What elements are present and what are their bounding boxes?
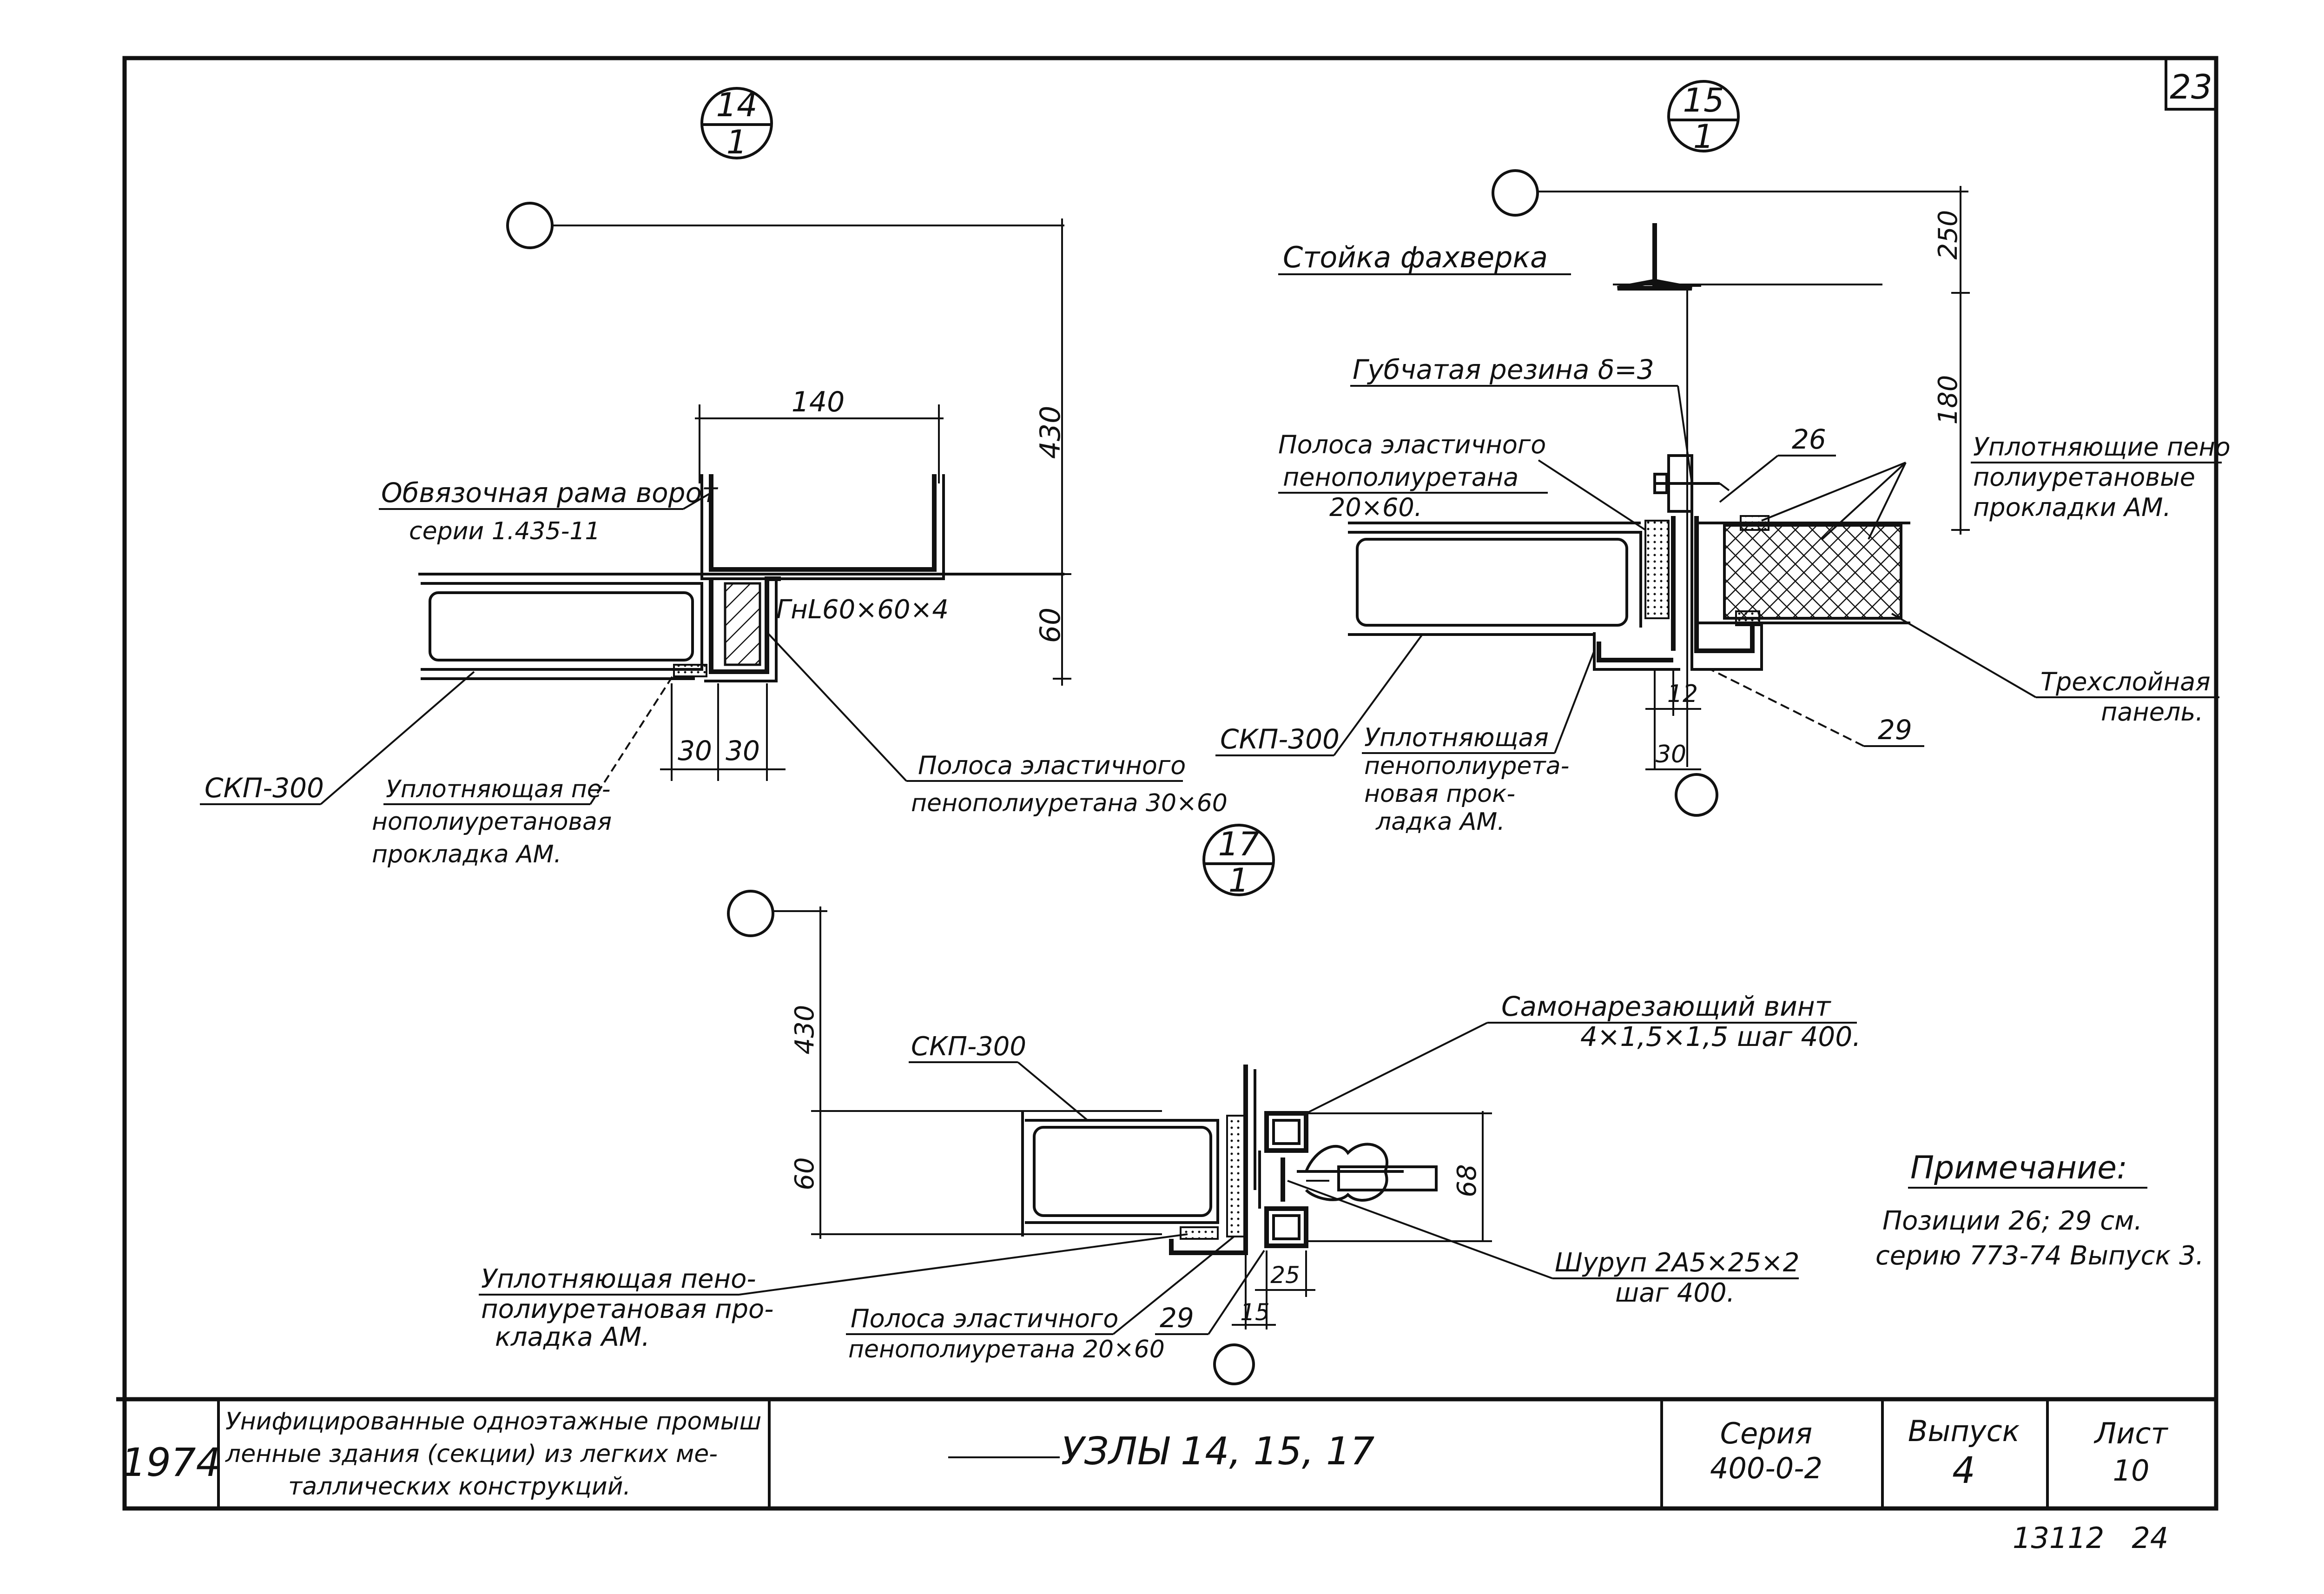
drawing-title: УЗЛЫ 14, 15, 17 bbox=[1061, 1429, 1375, 1474]
node-17-seal-label-2: полиуретановая про- bbox=[481, 1294, 773, 1324]
svg-text:30: 30 bbox=[1656, 741, 1686, 768]
node-17-seal-label-3: кладка АМ. bbox=[495, 1322, 650, 1352]
note-line-1: Позиции 26; 29 см. bbox=[1882, 1206, 2142, 1236]
node-14-ref-circle bbox=[506, 202, 554, 249]
title-block: 1974 Унифицированные одноэтажные промыш … bbox=[116, 1397, 2216, 1508]
svg-text:25: 25 bbox=[1270, 1262, 1300, 1289]
node-17-screw-label-1: Самонарезающий винт bbox=[1501, 991, 1832, 1022]
node-14-strip-label-2: пенополиуретана 30×60 bbox=[911, 789, 1228, 817]
node-17-marker: 17 1 bbox=[1202, 824, 1275, 900]
node-14-elastic-strip bbox=[724, 582, 761, 666]
node-17: 17 1 430 60 bbox=[479, 824, 1861, 1385]
svg-text:15: 15 bbox=[1683, 81, 1724, 119]
node-15-seal-label-1: Уплотняющая bbox=[1364, 723, 1549, 752]
svg-text:30: 30 bbox=[726, 735, 760, 767]
corner-number: 23 bbox=[2170, 67, 2212, 106]
svg-text:1: 1 bbox=[1693, 118, 1714, 156]
node-15-strip-label-1: Полоса эластичного bbox=[1278, 430, 1546, 459]
node-14-strip-label-1: Полоса эластичного bbox=[918, 751, 1186, 780]
note: Примечание: Позиции 26; 29 см. серию 773… bbox=[1875, 1150, 2204, 1271]
sheet-frame bbox=[122, 56, 2218, 1511]
node-15-seal-label-3: новая прок- bbox=[1364, 780, 1515, 808]
dim-60: 60 bbox=[1034, 608, 1067, 643]
svg-text:180: 180 bbox=[1933, 375, 1963, 425]
note-title: Примечание: bbox=[1910, 1150, 2127, 1186]
corner-number-box: 23 bbox=[2165, 57, 2218, 111]
node-17-strip-label-1: Полоса эластичного bbox=[851, 1304, 1118, 1333]
node-15-seal-label-2: пенополиурета- bbox=[1364, 752, 1569, 780]
node-15-rubber-label: Губчатая резина δ=3 bbox=[1353, 354, 1654, 385]
node-15-panel-label-1: Трехслойная bbox=[2040, 667, 2211, 696]
node-17-screw-label-2: 4×1,5×1,5 шаг 400. bbox=[1580, 1021, 1861, 1052]
node-15-marker: 15 1 bbox=[1667, 80, 1740, 156]
title-desc-3: таллических конструкций. bbox=[288, 1473, 631, 1501]
title-desc-2: ленные здания (секции) из легких ме- bbox=[225, 1440, 718, 1468]
node-15-seals-label-1: Уплотняющие пено bbox=[1973, 432, 2231, 462]
node-14-seal-label-2: нополиуретановая bbox=[372, 808, 612, 836]
node-14: 14 1 430 60 140 bbox=[200, 86, 1228, 868]
svg-text:17: 17 bbox=[1218, 825, 1259, 863]
series-value: 400-0-2 bbox=[1710, 1451, 1822, 1485]
issue-value: 4 bbox=[1952, 1450, 1975, 1492]
sheet-label: Лист bbox=[2093, 1416, 2168, 1450]
node-17-wood-label-2: шаг 400. bbox=[1615, 1278, 1735, 1308]
node-15-seal-label-4: ладка АМ. bbox=[1375, 808, 1505, 836]
node-15-strip-label-3: 20×60. bbox=[1329, 493, 1422, 522]
series-label: Серия bbox=[1720, 1416, 1812, 1450]
dim-430: 430 bbox=[1034, 406, 1067, 459]
node-15-seals-label-2: полиуретановые bbox=[1973, 463, 2195, 492]
sheet-value: 10 bbox=[2113, 1454, 2150, 1488]
node-14-angle-label: ГнL60×60×4 bbox=[776, 595, 949, 625]
node-14-frame-label-2: серии 1.435-11 bbox=[409, 517, 601, 545]
node-14-skp-label: СКП-300 bbox=[205, 772, 324, 804]
title-year: 1974 bbox=[121, 1440, 221, 1485]
node-15-panel-label-2: панель. bbox=[2101, 697, 2203, 727]
node-14-seal-label-1: Уплотняющая пе- bbox=[386, 775, 611, 803]
note-line-2: серию 773-74 Выпуск 3. bbox=[1875, 1241, 2204, 1271]
svg-text:30: 30 bbox=[678, 735, 712, 767]
node-17-bottom-circle bbox=[1213, 1343, 1255, 1385]
svg-text:430: 430 bbox=[790, 1005, 820, 1055]
node-14-frame-label-1: Обвязочная рама ворот bbox=[381, 477, 719, 509]
node-14-seal bbox=[673, 664, 707, 677]
node-17-wood-label-1: Шуруп 2А5×25×2 bbox=[1555, 1248, 1799, 1278]
svg-text:1: 1 bbox=[1228, 861, 1249, 900]
dim-140: 140 bbox=[792, 386, 845, 418]
node-17-ref-circle bbox=[727, 890, 774, 937]
node-17-strip-label-2: пенополиуретана 20×60 bbox=[848, 1336, 1165, 1363]
title-desc-1: Унифицированные одноэтажные промыш bbox=[225, 1408, 761, 1435]
svg-text:15: 15 bbox=[1240, 1299, 1270, 1326]
svg-text:60: 60 bbox=[790, 1157, 820, 1190]
node-17-seal-label-1: Уплотняющая пено- bbox=[481, 1264, 756, 1294]
node-15-pos-26: 26 bbox=[1792, 423, 1826, 455]
node-15-strip-label-2: пенополиуретана bbox=[1283, 463, 1519, 492]
node-17-pos-29: 29 bbox=[1160, 1302, 1194, 1334]
node-14-marker: 14 1 bbox=[700, 86, 773, 161]
node-14-seal-label-3: прокладка АМ. bbox=[372, 840, 561, 868]
svg-text:1: 1 bbox=[726, 123, 747, 161]
issue-label: Выпуск bbox=[1908, 1414, 2020, 1448]
node-15-seals-label-3: прокладки АМ. bbox=[1973, 493, 2171, 522]
node-17-skp-label: СКП-300 bbox=[911, 1032, 1026, 1062]
bottom-note: 13112 24 bbox=[2013, 1521, 2168, 1555]
node-15: 15 1 250 180 Стойка фахверка Губчатая ре… bbox=[1215, 80, 2231, 836]
node-15-skp-label: СКП-300 bbox=[1220, 723, 1340, 755]
svg-text:14: 14 bbox=[716, 86, 757, 124]
svg-text:250: 250 bbox=[1933, 210, 1963, 260]
node-15-pos-29: 29 bbox=[1878, 714, 1912, 746]
node-15-post-label: Стойка фахверка bbox=[1283, 240, 1548, 274]
node-15-bottom-circle bbox=[1675, 773, 1718, 817]
node-15-ref-circle bbox=[1492, 169, 1539, 217]
svg-text:68: 68 bbox=[1452, 1164, 1482, 1197]
svg-text:12: 12 bbox=[1667, 680, 1698, 708]
